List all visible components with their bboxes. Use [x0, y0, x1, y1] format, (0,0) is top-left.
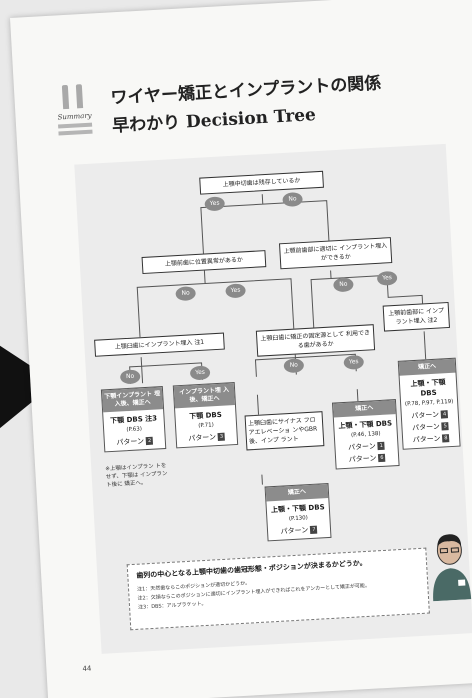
- side-note: ※上顎はインプラン トをせず、下顎は インプラント後に 矯正へ。: [105, 462, 168, 489]
- summary-icon: Summary: [56, 84, 93, 146]
- doctor-avatar-icon: [433, 534, 472, 602]
- question-anterior-implant-2: 上顎前歯部に インプラント埋入 注2: [382, 301, 450, 332]
- summary-label: Summary: [57, 111, 92, 122]
- pencils-icon: [61, 84, 91, 110]
- summary-bubble: 歯列の中心となる上顎中切歯の歯冠形態・ポジションが決まるかどうか。 注1：天然歯…: [126, 547, 430, 631]
- decision-tree-panel: 上顎中切歯は残存しているか Yes No 上顎前歯に位置異常があるか 上顎前歯部…: [74, 143, 472, 654]
- book-page: Summary ワイヤー矯正とインプラントの関係 早わかり Decision T…: [10, 0, 472, 698]
- question-sinus-lift: 上顎臼歯にサイナス フロアエレベーショ ンやGBR後、インプ ラント: [244, 411, 325, 451]
- page-title: ワイヤー矯正とインプラントの関係 早わかり Decision Tree: [110, 66, 453, 141]
- summary-bars: [58, 122, 93, 136]
- page-number: 44: [82, 664, 92, 673]
